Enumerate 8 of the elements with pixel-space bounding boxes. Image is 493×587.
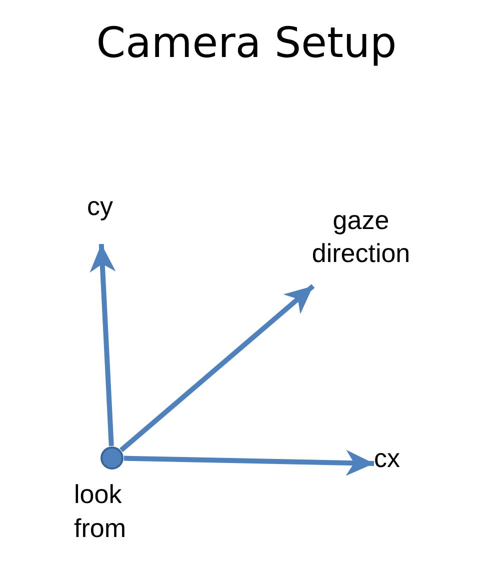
axis-label: cx	[374, 442, 401, 474]
arrow	[90, 244, 116, 446]
arrow	[124, 450, 374, 476]
axis-label: cy	[86, 190, 114, 222]
point-label: look from	[74, 478, 127, 545]
axis-label: gaze direction	[310, 204, 412, 269]
arrow	[120, 284, 315, 452]
diagram-title: Camera Setup	[95, 18, 398, 67]
